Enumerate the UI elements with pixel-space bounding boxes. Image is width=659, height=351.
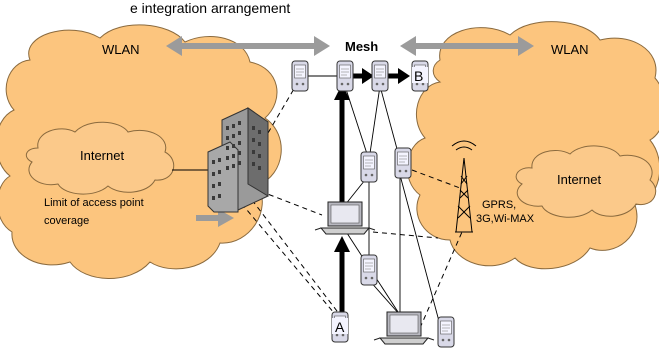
coverage-label-line1: Limit of access point [44,197,144,209]
node-b-screen [412,67,428,83]
cell-label-line2: 3G,Wi-MAX [476,213,535,225]
pda-icon[interactable] [291,60,309,92]
wlan-left-label: WLAN [102,42,140,57]
laptop-icon[interactable] [314,201,376,235]
pda-icon[interactable] [437,316,455,348]
pda-icon[interactable] [371,60,389,92]
right-wlan-cloud [406,21,659,270]
pda-icon[interactable] [360,254,378,286]
wlan-mesh-arrow-right [400,36,534,56]
internet-cloud-right [515,145,657,218]
office-building-icon [207,107,269,213]
internet-cloud-left [25,121,175,195]
node-b-label: B [414,68,423,84]
cell-label-line1: GPRS, [482,199,516,211]
pda-icon[interactable] [394,147,412,179]
route-a-to-b [334,68,410,318]
wlan-mesh-arrow-left [166,36,330,56]
internet-right-label: Internet [557,172,601,187]
pda-icon[interactable] [336,60,354,92]
mesh-links [172,75,441,326]
node-a-label: A [335,319,345,335]
radio-tower-icon [451,140,477,233]
internet-left-label: Internet [80,148,124,163]
node-a-screen [332,318,348,334]
coverage-arrow [196,209,234,227]
pda-icon[interactable] [360,151,378,183]
caption: e integration arrangement [130,0,290,16]
wlan-right-label: WLAN [551,42,589,57]
coverage-label-line2: coverage [44,215,89,227]
mesh-label: Mesh [345,39,378,54]
